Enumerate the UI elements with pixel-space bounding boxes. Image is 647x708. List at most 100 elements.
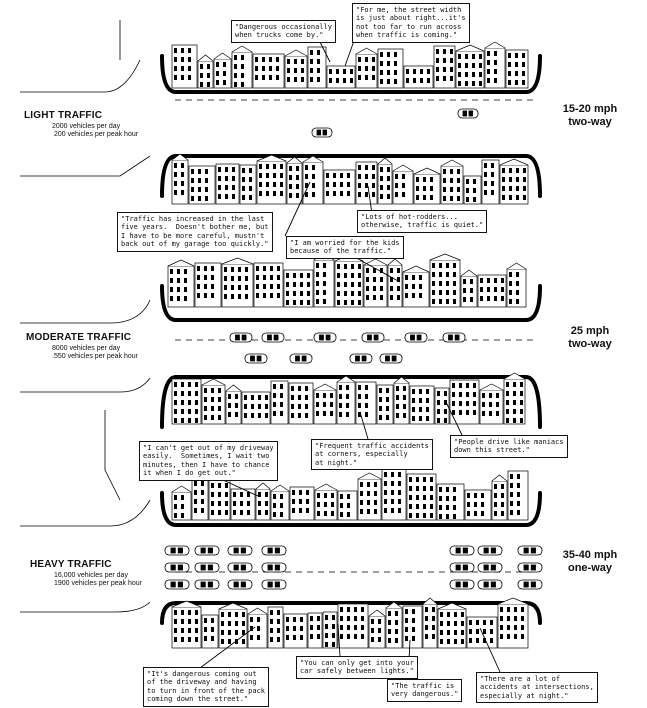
window xyxy=(387,61,390,66)
window xyxy=(388,629,391,634)
window xyxy=(340,173,343,178)
window xyxy=(430,195,433,200)
house-roof xyxy=(231,45,253,53)
window xyxy=(522,62,525,67)
car xyxy=(517,545,543,556)
window xyxy=(235,403,238,408)
window xyxy=(395,183,398,188)
window xyxy=(358,403,361,408)
window xyxy=(450,187,453,192)
window xyxy=(184,296,187,301)
window xyxy=(286,273,289,278)
window xyxy=(347,607,350,612)
window xyxy=(300,273,303,278)
window xyxy=(181,57,184,62)
car-body xyxy=(289,353,313,364)
window xyxy=(501,484,504,489)
car-window xyxy=(233,564,239,571)
window xyxy=(188,75,191,80)
window xyxy=(461,630,464,635)
window xyxy=(332,642,335,647)
window xyxy=(430,186,433,191)
window xyxy=(340,494,343,499)
window xyxy=(419,416,422,421)
car-window xyxy=(207,581,213,588)
window xyxy=(396,386,399,391)
window xyxy=(339,412,342,417)
window xyxy=(273,402,276,407)
window xyxy=(174,409,177,414)
house-roof xyxy=(506,262,527,270)
window xyxy=(405,618,408,623)
window xyxy=(249,168,252,173)
window xyxy=(379,388,382,393)
window xyxy=(360,500,363,505)
window xyxy=(298,386,301,391)
light-direction: two-way xyxy=(568,116,612,128)
window xyxy=(412,636,415,641)
window xyxy=(439,290,442,295)
window xyxy=(204,293,207,298)
window xyxy=(317,634,320,639)
house-roof xyxy=(437,602,467,610)
window xyxy=(181,163,184,168)
car xyxy=(194,562,220,573)
window xyxy=(398,481,401,486)
window xyxy=(516,290,519,295)
window xyxy=(440,639,443,644)
car xyxy=(477,545,503,556)
window xyxy=(204,406,207,411)
window xyxy=(458,54,461,59)
window xyxy=(360,482,363,487)
window xyxy=(444,409,447,414)
window xyxy=(329,78,332,83)
car-window xyxy=(240,564,246,571)
window xyxy=(466,392,469,397)
window xyxy=(412,407,415,412)
window xyxy=(354,616,357,621)
window xyxy=(266,164,269,169)
window xyxy=(351,273,354,278)
window xyxy=(238,294,241,299)
window xyxy=(394,70,397,75)
window xyxy=(292,490,295,495)
car xyxy=(477,562,503,573)
quote-leader-line xyxy=(479,627,501,673)
window xyxy=(310,616,313,621)
quote-leader-line xyxy=(337,623,341,657)
window xyxy=(436,76,439,81)
heavy-speed: 35-40 mph xyxy=(562,549,618,561)
window xyxy=(443,169,446,174)
window xyxy=(231,276,234,281)
quote-frequent-accidents: "Frequent traffic accidents at corners, … xyxy=(311,439,433,471)
window xyxy=(316,411,319,416)
window xyxy=(174,513,177,518)
house-roof xyxy=(221,257,254,265)
window xyxy=(446,487,449,492)
window xyxy=(520,400,523,405)
window xyxy=(367,491,370,496)
window xyxy=(517,501,520,506)
window xyxy=(419,389,422,394)
car-window xyxy=(490,564,496,571)
window xyxy=(277,619,280,624)
window xyxy=(306,508,309,513)
window xyxy=(324,493,327,498)
window xyxy=(293,291,296,296)
window xyxy=(225,194,228,199)
window xyxy=(181,619,184,624)
window xyxy=(306,490,309,495)
window xyxy=(372,183,375,188)
car-window xyxy=(391,355,397,362)
window xyxy=(365,57,368,62)
window xyxy=(231,285,234,290)
window xyxy=(310,59,313,64)
window xyxy=(317,77,320,82)
car-window xyxy=(241,334,247,341)
house-roof xyxy=(429,253,461,261)
window xyxy=(181,504,184,509)
house-roof xyxy=(503,372,526,380)
window xyxy=(223,80,226,85)
car-body xyxy=(449,545,475,556)
window xyxy=(425,634,428,639)
